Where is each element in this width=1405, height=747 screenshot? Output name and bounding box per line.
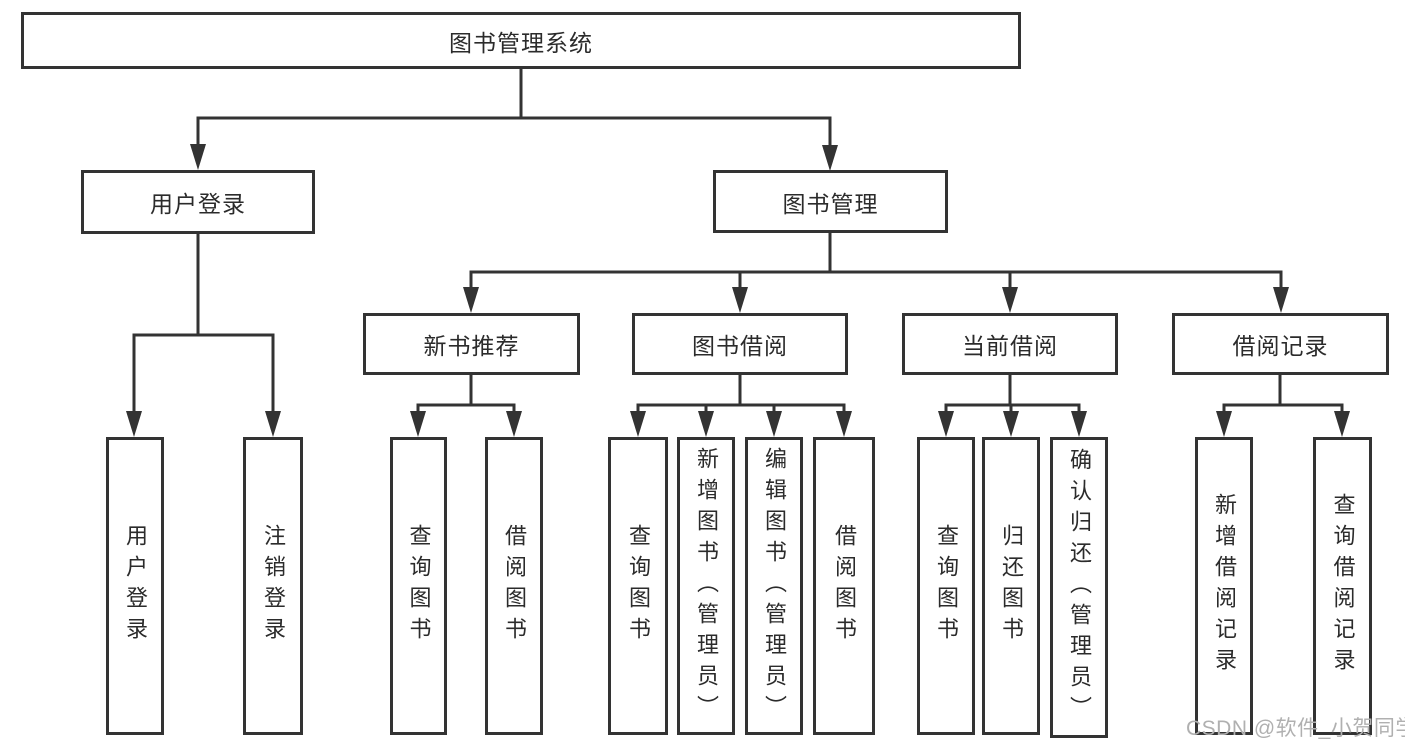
leaf-add-borrow-record-label: 新增借阅记录 bbox=[1212, 493, 1237, 679]
node-new-book-recommend-label: 新书推荐 bbox=[423, 333, 520, 359]
leaf-add-borrow-record: 新增借阅记录 bbox=[1195, 437, 1253, 735]
node-user-login-label: 用户登录 bbox=[150, 191, 246, 217]
leaf-borrow-book-recommend: 借阅图书 bbox=[485, 437, 543, 735]
leaf-edit-book-admin-label: 编辑图书（管理员） bbox=[762, 446, 787, 726]
node-book-management: 图书管理 bbox=[713, 170, 948, 233]
leaf-query-book-current-label: 查询图书 bbox=[934, 524, 959, 648]
node-current-borrow: 当前借阅 bbox=[902, 313, 1118, 375]
node-new-book-recommend: 新书推荐 bbox=[363, 313, 580, 375]
leaf-query-book-current: 查询图书 bbox=[917, 437, 975, 735]
leaf-return-book: 归还图书 bbox=[982, 437, 1040, 735]
leaf-query-book-recommend: 查询图书 bbox=[390, 437, 447, 735]
leaf-logout-label: 注销登录 bbox=[261, 524, 286, 648]
node-book-management-label: 图书管理 bbox=[782, 190, 879, 217]
node-book-borrow: 图书借阅 bbox=[632, 313, 848, 375]
leaf-query-borrow-record: 查询借阅记录 bbox=[1313, 437, 1372, 735]
leaf-return-book-label: 归还图书 bbox=[999, 524, 1024, 648]
leaf-borrow-book-label: 借阅图书 bbox=[832, 524, 857, 648]
node-book-borrow-label: 图书借阅 bbox=[692, 333, 788, 359]
node-user-login: 用户登录 bbox=[81, 170, 315, 234]
node-borrow-record: 借阅记录 bbox=[1172, 313, 1389, 375]
node-borrow-record-label: 借阅记录 bbox=[1232, 333, 1329, 359]
csdn-watermark: CSDN @软件_小贺同学 bbox=[1186, 717, 1405, 740]
node-root-label: 图书管理系统 bbox=[449, 29, 593, 56]
leaf-add-book-admin-label: 新增图书（管理员） bbox=[694, 446, 719, 726]
leaf-query-book-borrow: 查询图书 bbox=[608, 437, 668, 735]
leaf-query-book-borrow-label: 查询图书 bbox=[626, 524, 651, 648]
leaf-add-book-admin: 新增图书（管理员） bbox=[677, 437, 735, 735]
leaf-user-login-label: 用户登录 bbox=[123, 524, 148, 648]
leaf-logout: 注销登录 bbox=[243, 437, 303, 735]
leaf-query-borrow-record-label: 查询借阅记录 bbox=[1330, 493, 1356, 679]
leaf-borrow-book-recommend-label: 借阅图书 bbox=[502, 524, 527, 648]
leaf-query-book-recommend-label: 查询图书 bbox=[406, 524, 432, 648]
node-current-borrow-label: 当前借阅 bbox=[962, 333, 1058, 359]
leaf-borrow-book: 借阅图书 bbox=[813, 437, 875, 735]
leaf-confirm-return-admin-label: 确认归还（管理员） bbox=[1067, 448, 1092, 727]
leaf-confirm-return-admin: 确认归还（管理员） bbox=[1050, 437, 1108, 738]
leaf-user-login: 用户登录 bbox=[106, 437, 164, 735]
leaf-edit-book-admin: 编辑图书（管理员） bbox=[745, 437, 803, 735]
node-root: 图书管理系统 bbox=[21, 12, 1021, 69]
